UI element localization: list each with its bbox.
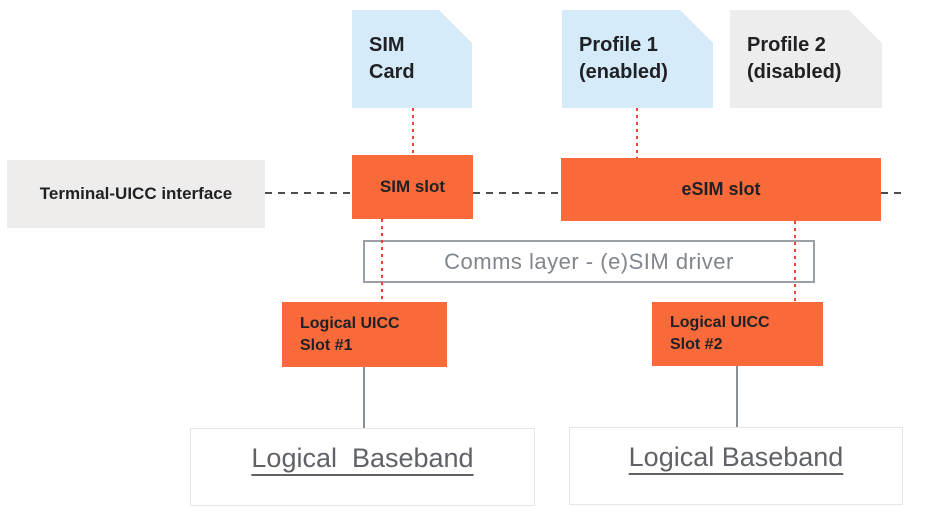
logical-uicc-slot1-box: Logical UICC Slot #1 [282, 302, 447, 367]
connector-profile1-to-esim-slot [636, 108, 638, 158]
sim-card-shape: SIM Card [352, 10, 472, 108]
logical-baseband1-label: Logical Baseband [251, 443, 474, 473]
terminal-uicc-interface-box: Terminal-UICC interface [7, 160, 265, 228]
interface-dashed-line-right [881, 192, 906, 194]
logical-baseband2-box: Logical Baseband [569, 427, 903, 505]
profile-1-card-shape: Profile 1 (enabled) [562, 10, 713, 108]
terminal-uicc-interface-label: Terminal-UICC interface [39, 184, 233, 203]
connector-uicc-slot1-to-baseband1 [363, 367, 365, 428]
logical-uicc-slot2-label: Logical UICC Slot #2 [670, 314, 770, 353]
connector-uicc-slot2-to-baseband2 [736, 366, 738, 427]
esim-slot-box: eSIM slot [561, 158, 881, 221]
logical-baseband1-box: Logical Baseband [190, 428, 535, 506]
logical-baseband2-label: Logical Baseband [628, 442, 844, 472]
esim-slot-label: eSIM slot [681, 179, 761, 199]
sim-slot-box: SIM slot [352, 155, 473, 219]
interface-dashed-line-left [265, 192, 352, 194]
profile-1-label: Profile 1 (enabled) [579, 34, 668, 83]
comms-layer-label: Comms layer - (e)SIM driver [444, 248, 734, 274]
connector-sim-slot-to-uicc-slot1 [381, 219, 383, 302]
profile-2-label: Profile 2 (disabled) [747, 34, 842, 83]
logical-uicc-slot2-box: Logical UICC Slot #2 [652, 302, 823, 366]
comms-layer-box: Comms layer - (e)SIM driver [363, 240, 815, 283]
interface-dashed-line-middle [473, 192, 561, 194]
sim-slot-label: SIM slot [379, 177, 446, 196]
sim-card-label: SIM Card [369, 34, 415, 83]
profile-2-card-shape: Profile 2 (disabled) [730, 10, 882, 108]
connector-esim-slot-to-uicc-slot2 [794, 221, 796, 302]
logical-uicc-slot1-label: Logical UICC Slot #1 [300, 314, 400, 354]
connector-sim-card-to-sim-slot [412, 108, 414, 155]
